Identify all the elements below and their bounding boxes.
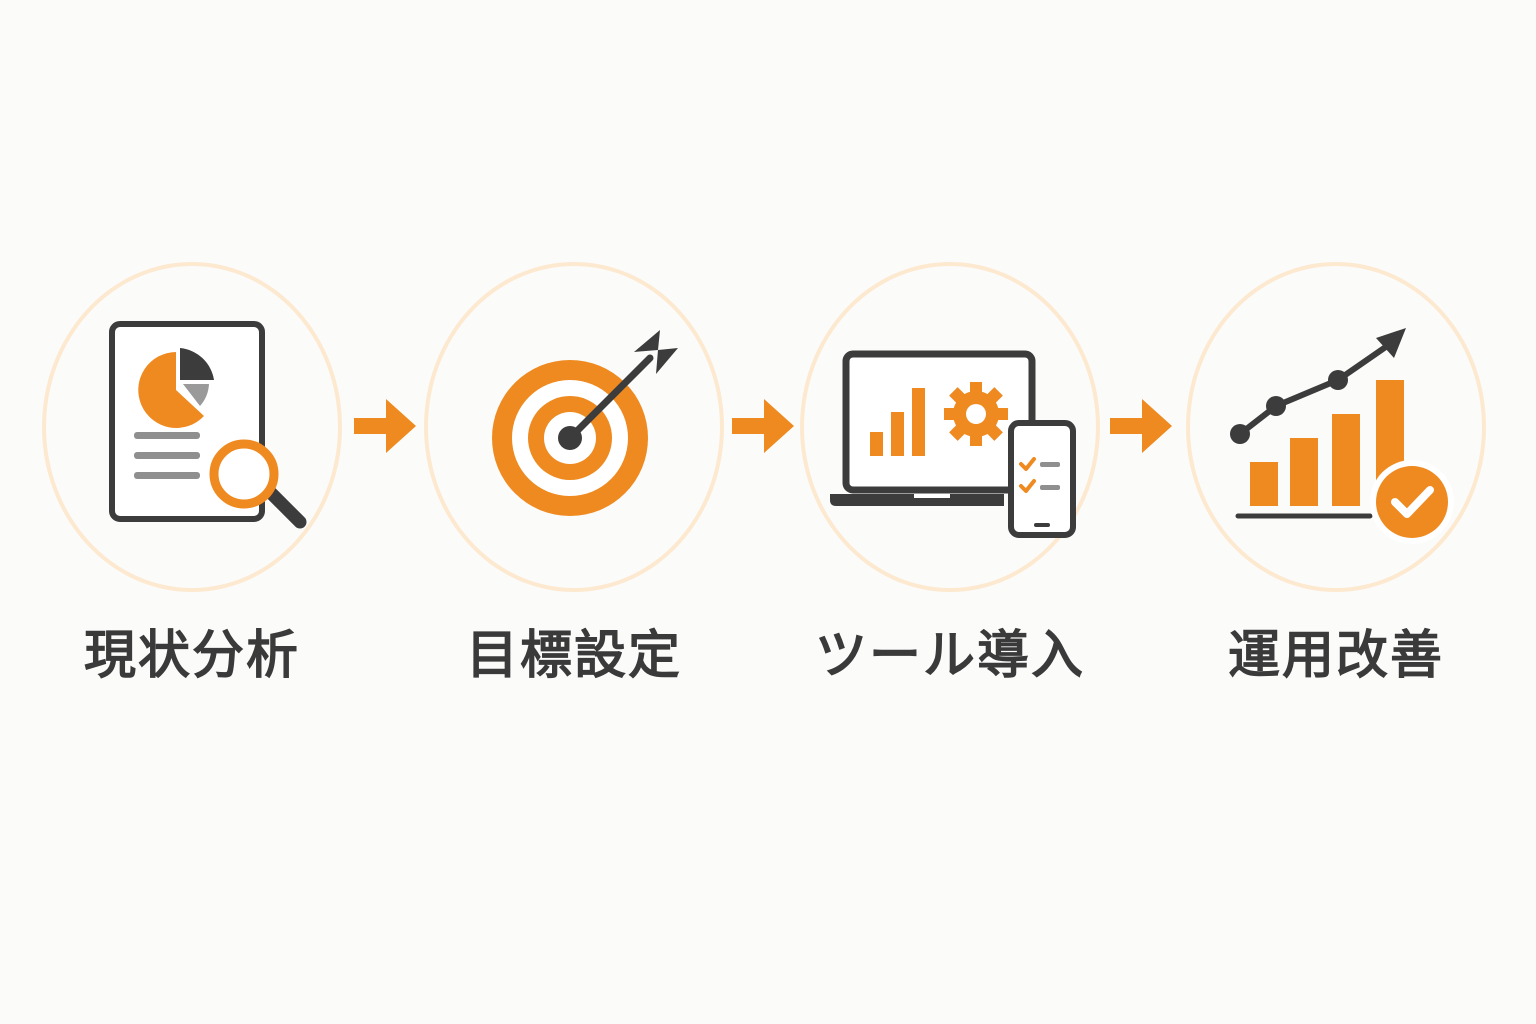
right-arrow-icon <box>732 399 794 453</box>
step-2-circle <box>424 262 724 592</box>
step-label: ツール導入 <box>814 626 1085 686</box>
growth-chart-check-icon <box>1230 328 1454 544</box>
step-label: 現状分析 <box>83 626 300 686</box>
step-3-circle <box>800 262 1100 592</box>
step-label: 運用改善 <box>1227 626 1444 686</box>
right-arrow-icon <box>354 399 416 453</box>
step-4-circle <box>1186 262 1486 592</box>
step-3: ツール導入 <box>800 262 1100 682</box>
report-magnifier-icon <box>109 321 307 529</box>
right-arrow-icon <box>1110 399 1172 453</box>
step-4: 運用改善 <box>1186 262 1486 682</box>
step-1: 現状分析 <box>42 262 342 682</box>
step-label: 目標設定 <box>465 626 682 686</box>
laptop-phone-gear-icon <box>830 350 1076 538</box>
step-2: 目標設定 <box>424 262 724 682</box>
target-arrow-icon <box>492 330 678 516</box>
step-1-circle <box>42 262 342 592</box>
